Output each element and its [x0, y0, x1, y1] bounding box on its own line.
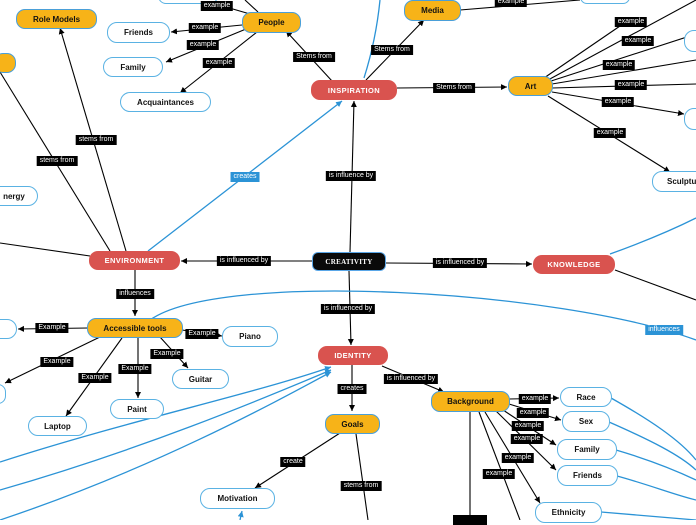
- label-stems-from-media: Stems from: [371, 45, 413, 55]
- label-example-art-2: example: [621, 36, 655, 46]
- link-ethnicity-right: [600, 511, 696, 520]
- label-example-family-bg: example: [511, 421, 545, 431]
- label-stems-from-role-models: stems from: [75, 135, 117, 145]
- label-example-paint: Example: [118, 364, 152, 374]
- label-stems-from-env: stems from: [36, 156, 78, 166]
- node-motivation[interactable]: Motivation: [200, 488, 275, 509]
- node-laptop[interactable]: Laptop: [28, 416, 87, 436]
- label-example-race: example: [518, 394, 552, 404]
- label-influences-blue: influences: [645, 325, 683, 335]
- node-art-leaf-2[interactable]: [684, 108, 696, 130]
- node-art[interactable]: Art: [508, 76, 553, 96]
- link-knowledge-right: [614, 269, 696, 301]
- label-bg-bottom-cut: [453, 515, 487, 525]
- label-example-friends-bg: example: [510, 434, 544, 444]
- node-acquaintances[interactable]: Acquaintances: [120, 92, 211, 112]
- node-family-bg[interactable]: Family: [557, 439, 617, 460]
- node-background[interactable]: Background: [431, 391, 510, 412]
- label-example-piano: Example: [185, 329, 219, 339]
- label-stems-from-art: Stems from: [433, 83, 475, 93]
- link-people-top2: [244, 0, 259, 13]
- link-influences-arc: [149, 290, 696, 341]
- label-example-art-1: example: [614, 17, 648, 27]
- node-sex[interactable]: Sex: [562, 411, 610, 432]
- node-people[interactable]: People: [242, 12, 301, 33]
- label-example-family: example: [186, 40, 220, 50]
- link-art-3: [547, 33, 696, 83]
- label-example-leftdown: Example: [40, 357, 74, 367]
- node-art-leaf-1[interactable]: [684, 30, 696, 52]
- label-example-guitar: Example: [150, 349, 184, 359]
- label-create-motivation: create: [280, 457, 306, 467]
- node-knowledge[interactable]: KNOWLEDGE: [533, 255, 615, 274]
- label-influences-tools: influences: [116, 289, 154, 299]
- link-knowledge-top: [609, 217, 696, 255]
- node-media[interactable]: Media: [404, 0, 461, 21]
- node-art-leaf-top[interactable]: [580, 0, 630, 4]
- label-example-people-top: example: [200, 1, 234, 11]
- node-tools-left[interactable]: [0, 319, 17, 339]
- label-stems-from-people: Stems from: [293, 52, 335, 62]
- label-is-influenced-by-left: is influenced by: [216, 256, 272, 266]
- label-example-laptop: Example: [78, 373, 112, 383]
- node-family-people[interactable]: Family: [103, 57, 163, 77]
- label-example-tools-left: Example: [35, 323, 69, 333]
- label-creates-goals: creates: [337, 384, 367, 394]
- label-is-influence-by: is influence by: [325, 171, 377, 181]
- node-goals[interactable]: Goals: [325, 414, 380, 434]
- node-piano[interactable]: Piano: [222, 326, 278, 347]
- label-is-influenced-by-down: is influenced by: [320, 304, 376, 314]
- link-left-identity-2: [0, 369, 332, 491]
- node-paint[interactable]: Paint: [110, 399, 164, 419]
- label-example-art-3: example: [602, 60, 636, 70]
- label-example-friends: example: [188, 23, 222, 33]
- link-family-right: [615, 449, 696, 481]
- label-is-influenced-by-background: is influenced by: [383, 374, 439, 384]
- link-bg-down1: [478, 411, 521, 520]
- link-left-identity-3: [0, 371, 332, 520]
- label-example-bg-down: example: [482, 469, 516, 479]
- node-sculpture[interactable]: Sculptu: [652, 171, 696, 192]
- node-creativity[interactable]: CREATIVITY: [312, 252, 386, 271]
- label-example-acquaintances: example: [202, 58, 236, 68]
- link-inspiration-top: [363, 0, 381, 79]
- node-guitar[interactable]: Guitar: [172, 369, 229, 389]
- link-environment-edge: [0, 242, 91, 257]
- link-race-right: [610, 397, 696, 461]
- node-accessible-tools[interactable]: Accessible tools: [87, 318, 183, 338]
- link-left-identity-1: [0, 366, 332, 463]
- node-identity[interactable]: IDENTITY: [318, 346, 388, 365]
- label-example-sex: example: [516, 408, 550, 418]
- label-example-media: example: [494, 0, 528, 7]
- label-example-art-6: example: [593, 128, 627, 138]
- label-stems-from-goals: stems from: [340, 481, 382, 491]
- link-art-1: [543, 25, 621, 79]
- node-friends-bg[interactable]: Friends: [557, 465, 618, 486]
- node-energy[interactable]: nergy: [0, 186, 38, 206]
- node-inspiration[interactable]: INSPIRATION: [311, 80, 397, 100]
- node-race[interactable]: Race: [560, 387, 612, 407]
- label-example-art-4: example: [614, 80, 648, 90]
- node-environment[interactable]: ENVIRONMENT: [89, 251, 180, 270]
- label-creates-blue: creates: [230, 172, 260, 182]
- link-motivation-up: [237, 510, 244, 520]
- link-friends-right: [616, 475, 696, 501]
- link-goals-down: [355, 433, 369, 520]
- link-sex-right: [608, 421, 696, 471]
- node-role-models[interactable]: Role Models: [16, 9, 97, 29]
- label-example-art-5: example: [601, 97, 635, 107]
- node-offscreen-left[interactable]: [0, 53, 16, 73]
- node-friends-people[interactable]: Friends: [107, 22, 170, 43]
- label-example-ethnicity: example: [501, 453, 535, 463]
- link-art-4: [551, 59, 696, 85]
- label-is-influenced-by-right: is influenced by: [432, 258, 488, 268]
